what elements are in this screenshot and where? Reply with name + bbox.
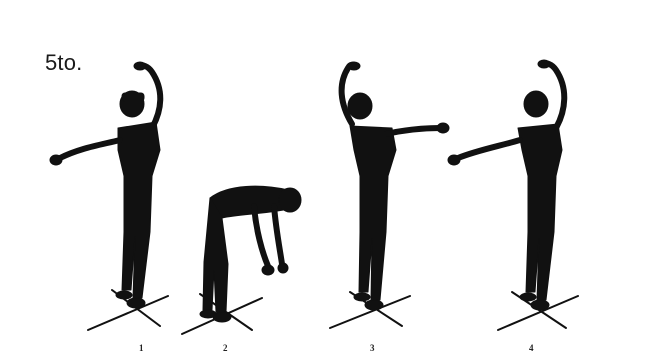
figure-3-dancer	[330, 62, 449, 328]
figure-number-2: 2	[223, 343, 228, 353]
figure-number-3: 3	[370, 343, 375, 353]
figure-1-dancer	[50, 62, 168, 330]
figure-number-4: 4	[529, 343, 534, 353]
figure-number-1: 1	[139, 343, 144, 353]
figure-2-dancer	[182, 186, 301, 334]
figure-4-dancer	[448, 60, 578, 330]
